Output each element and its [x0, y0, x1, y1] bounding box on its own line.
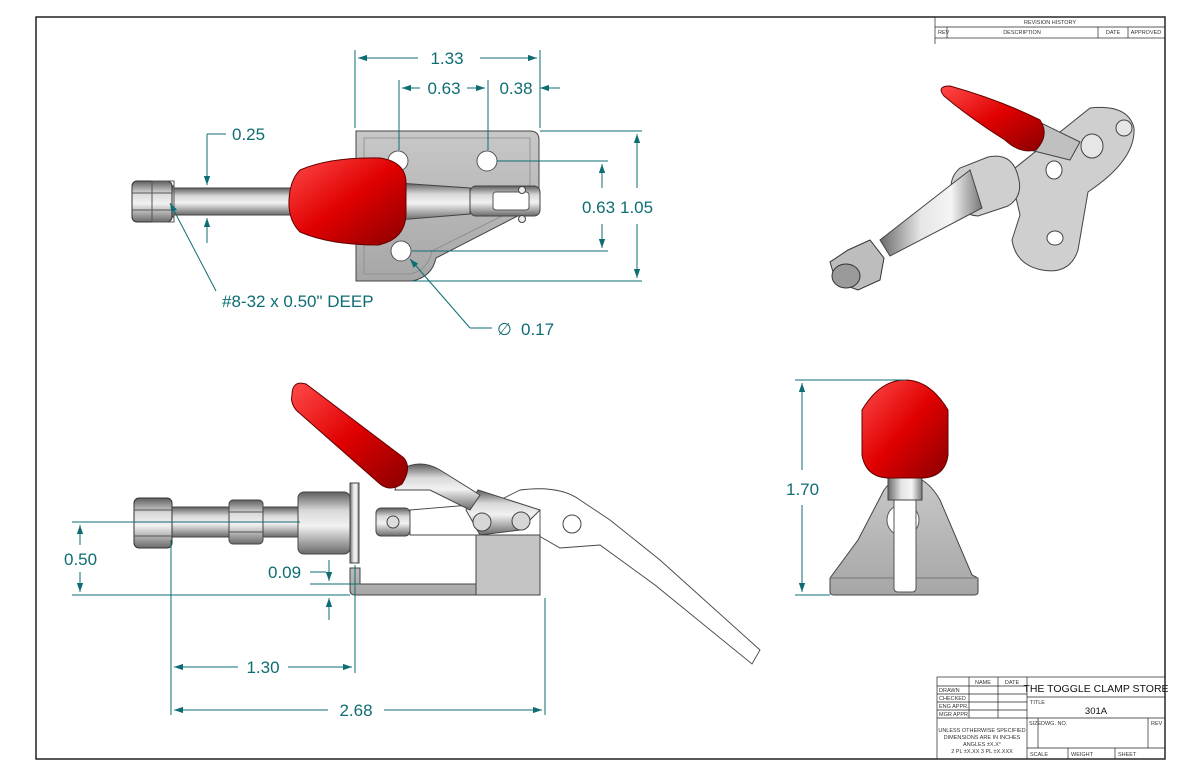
size-label: SIZE: [1029, 721, 1042, 727]
approved-column-header: APPROVED: [1131, 30, 1162, 36]
front-view: [829, 379, 979, 596]
tolerance-line-4: 2 PL ±X.XX 3 PL ±X.XXX: [951, 749, 1013, 755]
tolerance-line-1: UNLESS OTHERWISE SPECIFIED: [938, 728, 1025, 734]
tolerance-line-2: DIMENSIONS ARE IN INCHES: [944, 735, 1021, 741]
dim-base-thickness: 0.09: [268, 563, 301, 582]
dim-top-width: 1.33: [430, 49, 463, 68]
weight-label: WEIGHT: [1071, 752, 1094, 758]
top-view-dimensions: [169, 50, 642, 329]
title-block: [936, 676, 1166, 760]
dim-side-height: 0.50: [64, 550, 97, 569]
front-view-dimensions: [795, 379, 906, 596]
dim-plunger-offset: 0.25: [232, 125, 265, 144]
scale-label: SCALE: [1030, 752, 1048, 758]
eng-appr-label: ENG APPR.: [939, 704, 969, 710]
description-column-header: DESCRIPTION: [1003, 30, 1041, 36]
checked-label: CHECKED: [939, 696, 966, 702]
rev-label: REV: [1151, 721, 1163, 727]
top-view: [131, 130, 541, 282]
date-column-header: DATE: [1106, 30, 1121, 36]
revision-block: [934, 16, 1166, 44]
sheet-border: [35, 16, 1166, 760]
dim-thread-note: #8-32 x 0.50" DEEP: [222, 292, 374, 311]
dim-plunger-length: 1.30: [246, 658, 279, 677]
tolerance-line-3: ANGLES ±X.X°: [963, 742, 1001, 748]
dwg-no-label: DWG. NO.: [1041, 721, 1068, 727]
dim-hole-spacing: 0.63: [427, 79, 460, 98]
dim-base-height: 1.05: [620, 198, 653, 217]
part-number: 301A: [1085, 706, 1108, 717]
rev-column-header: REV: [938, 30, 950, 36]
sheet-label: SHEET: [1118, 752, 1137, 758]
dim-hole-diameter: 0.17: [521, 320, 554, 339]
dim-front-height: 1.70: [786, 480, 819, 499]
name-header: NAME: [975, 680, 991, 686]
revision-history-title: REVISION HISTORY: [1024, 20, 1076, 26]
title-label: TITLE: [1030, 700, 1045, 706]
side-view: [133, 382, 761, 665]
dim-hole-vertical: 0.63: [582, 198, 615, 217]
mgr-appr-label: MGR APPR.: [939, 712, 970, 718]
date-header: DATE: [1005, 680, 1020, 686]
isometric-view: [829, 85, 1135, 291]
company-name: THE TOGGLE CLAMP STORE: [1023, 683, 1168, 695]
diameter-symbol: ∅: [497, 320, 512, 339]
side-view-dimensions: [72, 521, 546, 715]
dim-overall-length: 2.68: [339, 701, 372, 720]
dim-edge-offset: 0.38: [499, 79, 532, 98]
drawn-label: DRAWN: [939, 688, 960, 694]
